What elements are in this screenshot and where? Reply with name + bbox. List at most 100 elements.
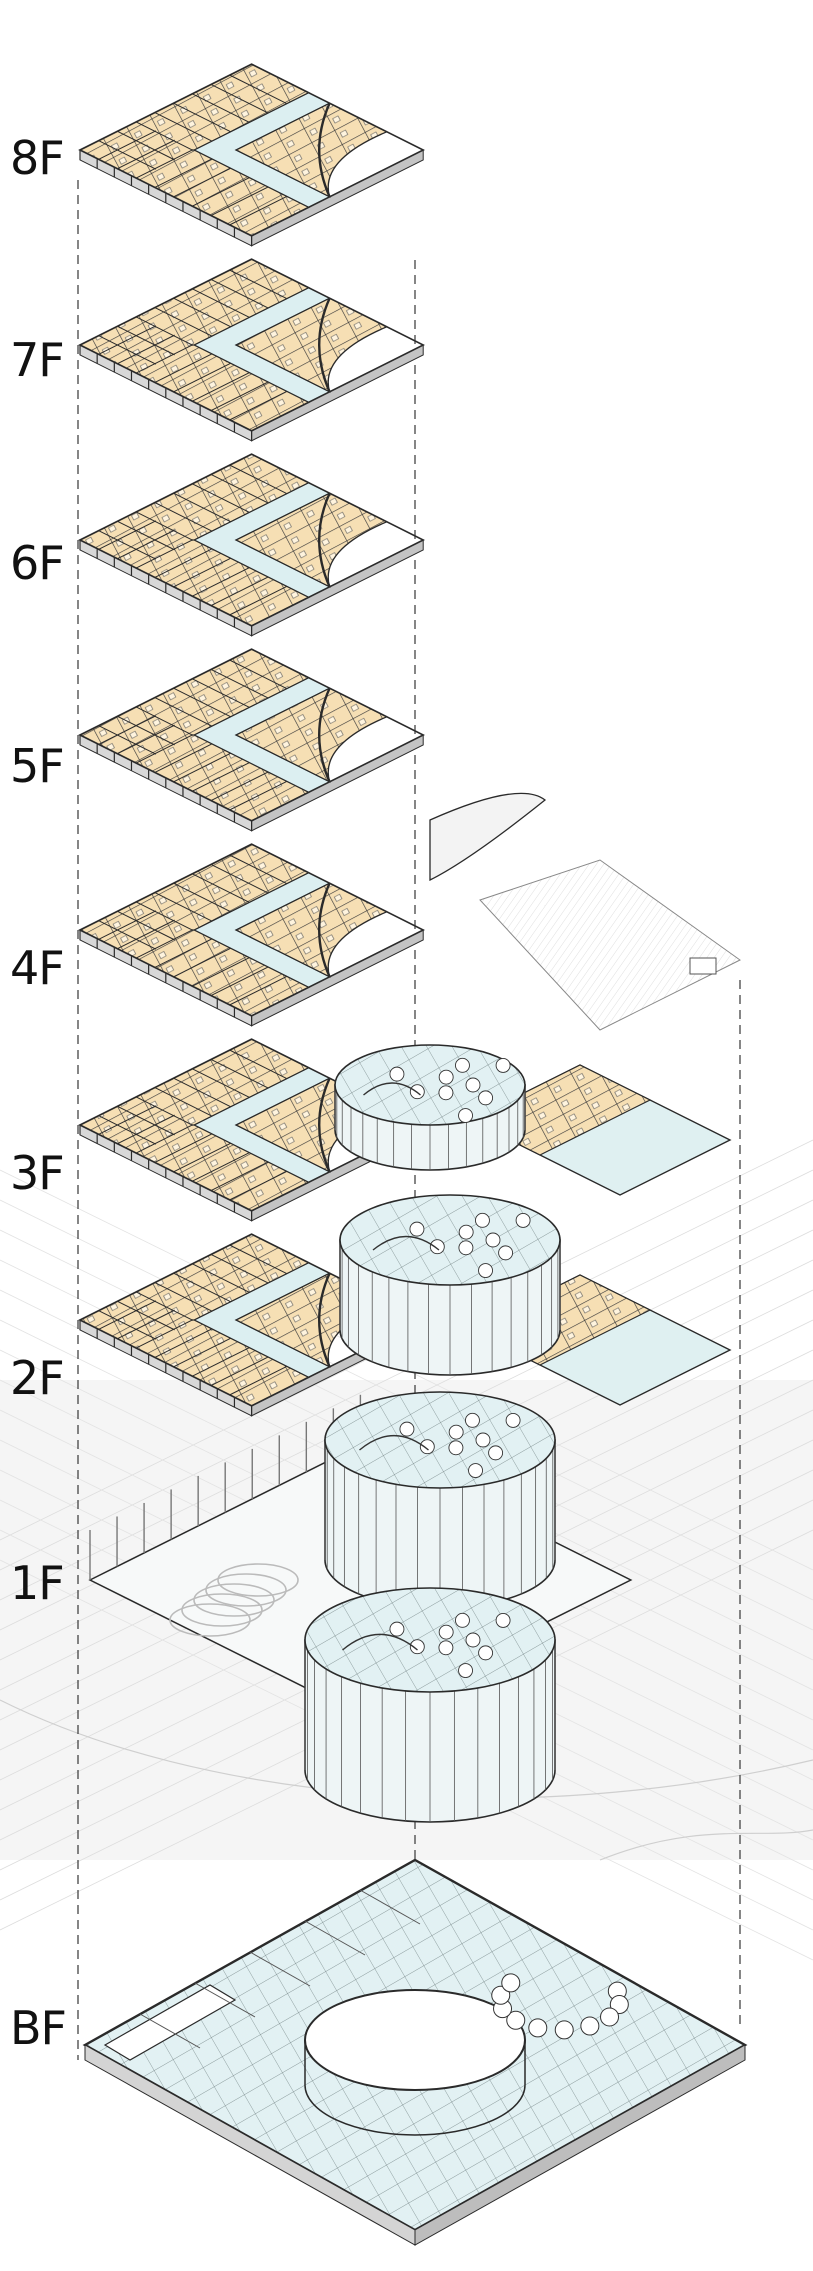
- spiral-stair: [359, 1434, 429, 1451]
- partition-wall: [154, 1133, 213, 1163]
- round-table: [488, 1445, 504, 1461]
- curved-facade: [318, 492, 331, 588]
- partition-wall: [154, 1282, 213, 1312]
- round-table: [438, 1069, 454, 1085]
- partition-wall: [173, 362, 232, 393]
- partition-wall: [210, 966, 269, 996]
- partition-wall: [210, 576, 269, 606]
- round-table: [506, 2010, 526, 2030]
- round-table: [475, 1432, 491, 1448]
- partition-wall: [173, 297, 232, 328]
- partition-wall: [194, 1982, 256, 2018]
- partition-wall: [135, 706, 194, 736]
- partition-wall: [117, 715, 175, 746]
- partition-wall: [192, 93, 250, 123]
- partition-wall: [135, 1124, 194, 1154]
- floor-label-8f: 8F: [10, 131, 65, 185]
- partition-wall: [192, 762, 250, 792]
- curved-facade: [318, 297, 331, 393]
- drum-floor: [339, 1194, 561, 1286]
- round-table: [409, 1221, 425, 1237]
- partition-wall: [98, 1115, 157, 1145]
- partition-wall: [98, 335, 157, 365]
- partition-wall: [135, 316, 194, 346]
- partition-wall: [135, 901, 194, 931]
- curved-seating: [193, 1583, 275, 1617]
- partition-wall: [135, 344, 194, 374]
- partition-wall: [98, 1300, 157, 1330]
- round-table: [498, 1245, 514, 1261]
- partition-wall: [117, 1114, 175, 1145]
- round-table: [419, 1439, 435, 1455]
- partition-wall: [135, 929, 194, 959]
- drum-floor: [334, 1044, 526, 1126]
- partition-wall: [135, 1319, 194, 1349]
- partition-wall: [154, 697, 213, 727]
- roof-shells: [429, 792, 741, 1031]
- round-table: [495, 1057, 511, 1073]
- curved-facade: [318, 1272, 331, 1368]
- partition-wall: [98, 715, 157, 745]
- partition-wall: [154, 1087, 213, 1117]
- drum-floor: [324, 1391, 556, 1489]
- partition-wall: [154, 502, 213, 532]
- round-table: [478, 1263, 493, 1278]
- partition-wall: [192, 1263, 250, 1293]
- partition-wall: [210, 381, 269, 411]
- partition-wall: [135, 149, 194, 179]
- floor-label-4f: 4F: [10, 941, 65, 995]
- partition-wall: [210, 1356, 269, 1386]
- partition-wall: [98, 910, 157, 940]
- partition-wall: [135, 511, 194, 541]
- floor-plate-bf: [82, 1858, 748, 2246]
- round-table: [455, 1057, 470, 1073]
- round-table: [478, 1090, 494, 1106]
- partition-wall: [117, 910, 175, 941]
- floor-plate-7f: [78, 258, 425, 442]
- curved-seating: [181, 1593, 263, 1627]
- curved-facade: [318, 882, 331, 978]
- partition-wall: [154, 938, 213, 968]
- round-table: [438, 1624, 454, 1640]
- partition-wall: [229, 659, 288, 690]
- partition-wall: [117, 130, 175, 161]
- atrium-drum-3f: [339, 1194, 561, 1376]
- round-table: [478, 1645, 494, 1661]
- round-table: [458, 1240, 474, 1256]
- partition-wall: [173, 1077, 232, 1108]
- partition-wall: [117, 529, 175, 560]
- partition-wall: [229, 195, 288, 226]
- partition-wall: [154, 112, 213, 142]
- round-table: [475, 1212, 490, 1228]
- drum-floor: [304, 1587, 556, 1693]
- partition-wall: [229, 1049, 288, 1080]
- round-table: [609, 1994, 629, 2014]
- round-table: [580, 2016, 600, 2036]
- partition-wall: [210, 1254, 269, 1284]
- partition-wall: [192, 873, 250, 903]
- partition-wall: [98, 1105, 157, 1135]
- round-table: [389, 1621, 405, 1637]
- floor-plate-2f: [78, 1233, 425, 1417]
- partition-wall: [192, 1068, 250, 1098]
- partition-wall: [192, 177, 250, 207]
- curved-facade: [318, 687, 331, 783]
- spiral-stair: [363, 1082, 421, 1096]
- atrium-wall: [304, 2040, 526, 2136]
- round-table: [491, 1985, 511, 2005]
- partition-wall: [154, 548, 213, 578]
- partition-wall: [117, 1300, 175, 1331]
- partition-wall: [154, 743, 213, 773]
- spiral-stair: [372, 1235, 440, 1251]
- partition-wall: [117, 139, 175, 170]
- partition-wall: [117, 1309, 175, 1340]
- round-table: [458, 1224, 474, 1240]
- round-table: [448, 1440, 464, 1456]
- partition-wall: [173, 557, 232, 588]
- partition-wall: [139, 2013, 201, 2049]
- round-table: [438, 1640, 454, 1656]
- curved-seating: [205, 1573, 287, 1607]
- floor-plate-8f: [78, 63, 425, 247]
- partition-wall: [210, 279, 269, 309]
- partition-wall: [154, 1328, 213, 1358]
